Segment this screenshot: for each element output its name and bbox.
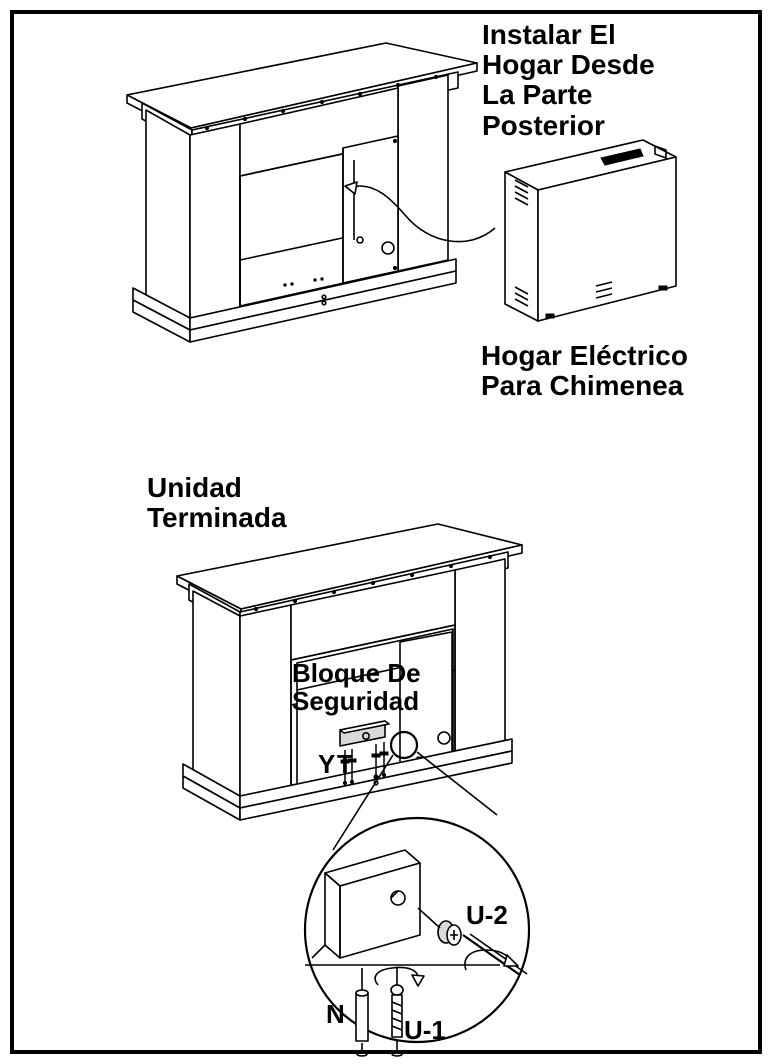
finished-unit-label: Unidad Terminada xyxy=(147,472,287,534)
part-n-label: N xyxy=(326,999,345,1029)
electric-insert-unit xyxy=(504,139,677,322)
install-line-3: La Parte xyxy=(482,79,593,111)
part-y-label: Y xyxy=(318,749,336,779)
install-line-1: Instalar El xyxy=(482,19,616,50)
detail-zoom-circle xyxy=(303,816,531,1057)
safety-line-1: Bloque De xyxy=(292,658,421,688)
part-u1-label: U-1 xyxy=(404,1015,446,1045)
electric-hearth-label: Hogar Eléctrico Para Chimenea xyxy=(481,340,688,402)
zoom-callout-lines xyxy=(332,751,498,851)
finished-line-1: Unidad xyxy=(147,472,242,503)
install-from-back-label: Instalar El Hogar Desde La Parte Posteri… xyxy=(482,19,655,141)
hearth-line-1: Hogar Eléctrico xyxy=(481,340,688,371)
safety-block-label: Bloque De Seguridad xyxy=(292,659,421,715)
mantel-frame-finished xyxy=(176,523,523,821)
safety-line-2: Seguridad xyxy=(292,686,420,717)
page-border xyxy=(10,10,762,1054)
mantel-frame-top xyxy=(126,42,496,343)
hearth-line-2: Para Chimenea xyxy=(481,370,684,402)
install-line-4: Posterior xyxy=(482,109,605,141)
finished-line-2: Terminada xyxy=(147,502,287,534)
install-line-2: Hogar Desde xyxy=(482,49,655,81)
part-u2-label: U-2 xyxy=(466,900,508,930)
part-t-label: T xyxy=(337,749,353,779)
